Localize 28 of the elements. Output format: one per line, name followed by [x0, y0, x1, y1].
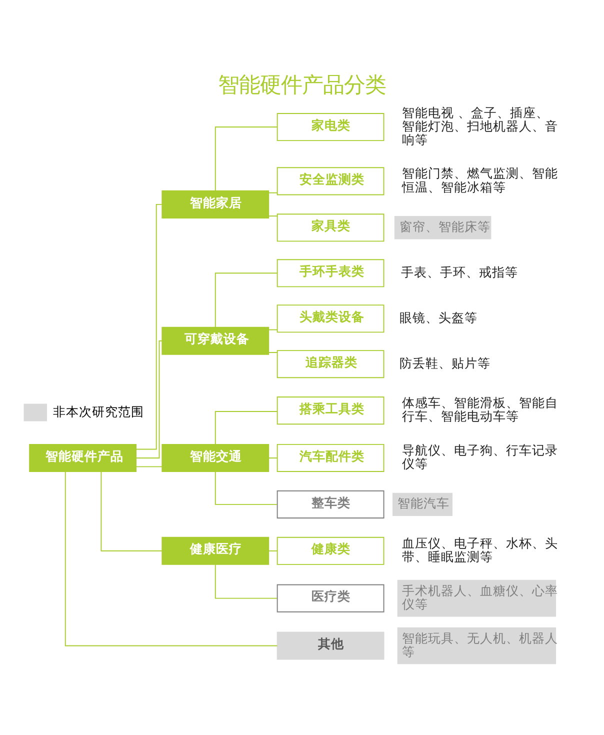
- connector: [214, 126, 278, 192]
- connector: [136, 340, 162, 458]
- node-label: 智能汽车: [397, 496, 450, 511]
- connector: [214, 471, 278, 505]
- connector: [136, 466, 163, 468]
- node-label: 智能电视 、盒子、插座、智能灯泡、扫地机器人、音响等: [402, 104, 558, 147]
- connector: [268, 352, 278, 353]
- connector: [268, 216, 278, 217]
- node-label: 血压仪、电子秤、水杯、头带、睡眠监测等: [402, 535, 558, 564]
- node-label: 防丢鞋、贴片等: [399, 355, 490, 370]
- connector: [214, 411, 278, 445]
- node-label: 智能玩具、无人机、机器人等: [402, 630, 558, 659]
- node-label: 智能门禁、燃气监测、智能恒温、智能冰箱等: [402, 166, 558, 194]
- connector: [100, 471, 162, 552]
- diagram-title: 智能硬件产品分类: [218, 72, 386, 98]
- connector: [214, 564, 278, 599]
- node-label: 窗帘、智能床等: [399, 218, 490, 234]
- connector: [64, 471, 278, 646]
- node-label: 手表、手环、戒指等: [401, 264, 518, 280]
- connector: [136, 204, 162, 450]
- node-label: 手术机器人、血糖仪、心率仪等: [402, 582, 558, 612]
- legend-label: 非本次研究范围: [52, 404, 144, 419]
- node-label: 体感车、智能滑板、智能自行车、智能电动车等: [402, 395, 558, 424]
- connector: [268, 192, 278, 194]
- connector: [268, 550, 278, 552]
- connector: [214, 272, 278, 328]
- node-label: 眼镜、头盔等: [399, 310, 478, 325]
- node-label: 导航仪、电子狗、行车记录仪等: [402, 442, 558, 472]
